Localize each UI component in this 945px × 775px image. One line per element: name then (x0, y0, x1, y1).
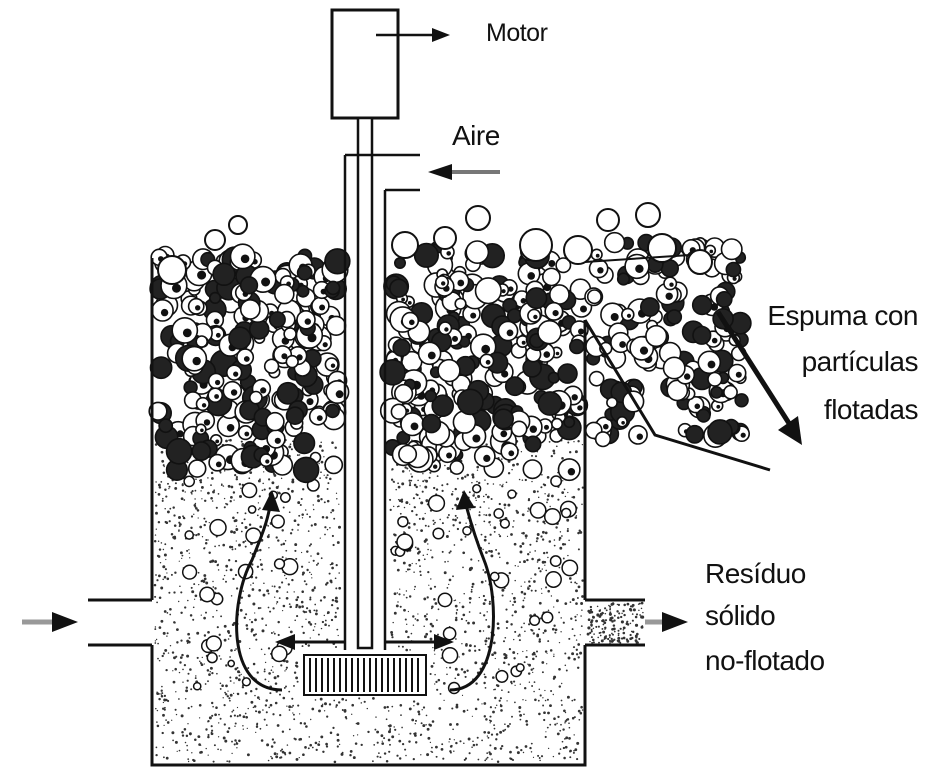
froth-bubbles (149, 203, 751, 482)
feed-inlet-pipe (88, 600, 152, 645)
motor-label: Motor (486, 19, 547, 48)
air-arrow (428, 164, 500, 180)
motor-box (332, 10, 398, 118)
feed-inlet-arrow (22, 612, 78, 632)
tailings-outlet-stipple (587, 602, 645, 644)
aire-label: Aire (452, 120, 500, 152)
froth-label-line2: partículas (802, 346, 918, 378)
tailings-outlet-arrow (645, 612, 688, 632)
tailings-label-line1: Resíduo (705, 558, 806, 590)
froth-label-line1: Espuma con (767, 300, 918, 332)
froth-label-line3: flotadas (824, 394, 918, 426)
impeller-shaft (358, 118, 372, 648)
impeller (304, 655, 426, 695)
tailings-label-line3: no-flotado (705, 645, 825, 677)
tailings-label-line2: sólido (705, 600, 775, 632)
